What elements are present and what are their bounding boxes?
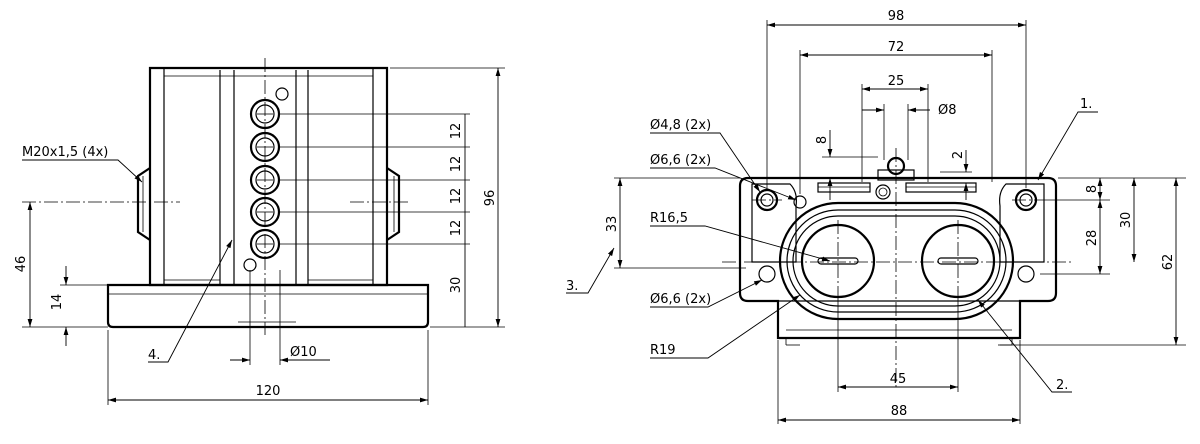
label-right-28: 28 [1085,230,1100,247]
label-dim-72: 72 [888,40,905,55]
slot-right [905,182,977,193]
label-dim-height: 96 [483,190,498,207]
label-right-30: 30 [1119,212,1134,229]
label-dim-88: 88 [891,404,908,419]
label-dim-45: 45 [890,372,907,387]
mount-hole-bottom-left [758,265,776,283]
mount-hole-bottom-right [1017,265,1035,283]
leader-item4 [148,239,233,363]
label-dim-33: 33 [605,216,620,233]
label-dim-8-small: 8 [815,136,830,144]
screw-top [275,87,289,101]
slot-left [817,182,871,193]
label-hole-48: Ø4,8 (2x) [650,118,711,133]
label-pitch-d: 12 [449,220,464,237]
actuator-screw [875,184,891,200]
label-item4: 4. [148,348,160,363]
label-dim-dia8: Ø8 [938,103,957,118]
base-plate [106,283,430,329]
label-right-8: 8 [1085,185,1100,193]
oval-opening-inner [792,215,1001,307]
screw-bottom [243,258,257,272]
leader-hole-66-top [650,167,797,201]
front-extension-lines [22,67,505,405]
label-dim-25: 25 [888,74,905,89]
label-hole-66-bottom: Ø6,6 (2x) [650,292,711,307]
label-dim-46: 46 [14,256,29,273]
top-housing-outline [738,176,1058,340]
pin-hole-left [793,195,807,209]
label-dim-98: 98 [888,9,905,24]
label-radius-19: R19 [650,343,676,358]
label-dim-width: 120 [256,384,281,399]
leader-radius-19 [650,294,801,359]
oval-opening-outer [778,201,1015,321]
leader-hole-48 [650,132,761,193]
label-thread: M20x1,5 (4x) [22,145,108,160]
label-item2: 2. [1056,378,1068,393]
right-ear-pocket [999,183,1045,263]
thread-boss-right [386,167,401,241]
label-hole-66-top: Ø6,6 (2x) [650,153,711,168]
label-dim-2: 2 [951,151,966,159]
front-view: M20x1,5 (4x) 4. 120 96 12 12 12 12 30 46… [14,58,505,405]
top-view: 98 72 25 Ø8 8 2 Ø4,8 (2x) Ø6,6 (2x) R16,… [566,9,1186,424]
leader-item2 [977,299,1072,393]
label-pitch-a: 12 [449,123,464,140]
label-pitch-e: 30 [449,277,464,294]
leader-hole-66-bottom [650,279,763,308]
label-radius-165: R16,5 [650,211,688,226]
top-extension-lines [614,20,1186,424]
leader-thread [22,159,143,183]
label-dim-dia10: Ø10 [290,345,317,360]
label-item1: 1. [1080,97,1092,112]
actuator-screw-inner [878,187,888,197]
label-pitch-c: 12 [449,188,464,205]
leader-item1 [1037,111,1098,181]
thread-boss-left [136,167,151,241]
oval-opening-mid [786,209,1007,313]
label-item3: 3. [566,279,578,294]
label-dim-14: 14 [50,294,65,311]
label-pitch-b: 12 [449,156,464,173]
label-right-62: 62 [1161,254,1176,271]
leader-radius-165 [650,225,831,262]
leader-item3 [566,247,615,294]
housing-block [148,66,389,287]
